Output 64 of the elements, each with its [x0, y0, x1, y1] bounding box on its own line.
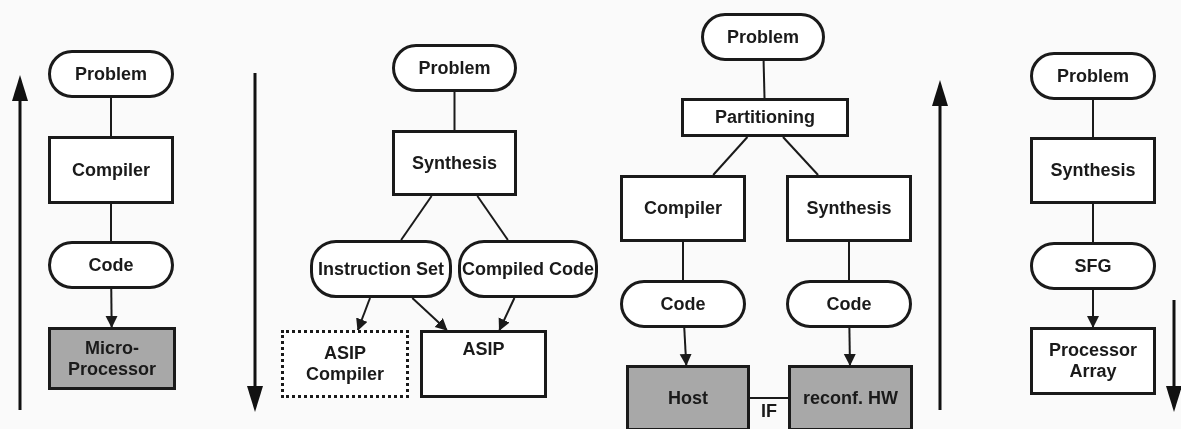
node-label: Code: [88, 254, 134, 276]
node-label: Synthesis: [806, 198, 892, 219]
node-label: Instruction Set: [318, 258, 444, 280]
node-label: ASIP Compiler: [305, 343, 385, 385]
node-label: reconf. HW: [803, 387, 898, 409]
node-label: Micro-Processor: [66, 337, 158, 380]
node-label: Problem: [75, 63, 147, 85]
process-box: [48, 136, 174, 204]
connector: [749, 397, 789, 399]
connector: [848, 241, 850, 281]
node-label: Compiler: [644, 198, 722, 219]
connector: [843, 327, 856, 366]
processor-box: [48, 327, 176, 390]
node-label: Compiled Code: [462, 258, 594, 280]
process-box: [681, 98, 849, 137]
terminal-pill: [1030, 242, 1156, 290]
process-box: [1030, 137, 1156, 204]
processor-box: [788, 365, 913, 429]
terminal-pill: [786, 280, 912, 328]
node-label: Problem: [1057, 65, 1129, 87]
node-label: Compiler: [72, 159, 150, 181]
process-box: [420, 330, 547, 398]
terminal-pill: [48, 241, 174, 289]
terminal-pill: [1030, 52, 1156, 100]
node-label: Code: [660, 293, 706, 315]
connector: [110, 203, 112, 242]
connector: [782, 136, 820, 176]
terminal-pill: [310, 240, 452, 298]
processor-box: [626, 365, 750, 429]
connector: [712, 136, 749, 176]
connector: [679, 327, 692, 366]
connector: [356, 297, 371, 331]
terminal-pill: [392, 44, 517, 92]
connector: [110, 97, 112, 137]
connector: [1092, 203, 1094, 243]
process-box: [620, 175, 746, 242]
connector: [1092, 99, 1094, 138]
connector: [453, 91, 456, 131]
node-label: Problem: [727, 26, 799, 48]
node-label: SFG: [1074, 255, 1112, 277]
process-box: [392, 130, 517, 196]
connector: [476, 195, 509, 241]
process-box: [1030, 327, 1156, 395]
node-label: ASIP: [462, 339, 505, 360]
node-label: Processor Array: [1047, 340, 1139, 382]
terminal-pill: [701, 13, 825, 61]
node-label: Synthesis: [411, 152, 497, 174]
node-label: Synthesis: [1050, 160, 1136, 181]
terminal-pill: [458, 240, 598, 298]
node-label: Host: [668, 387, 708, 409]
terminal-pill: [48, 50, 174, 98]
connector: [762, 60, 766, 99]
node-label: Code: [826, 293, 872, 315]
process-box: [786, 175, 912, 242]
connector: [411, 297, 448, 331]
terminal-pill: [620, 280, 746, 328]
connector: [498, 297, 516, 331]
node-label: Partitioning: [715, 107, 815, 128]
connector: [1087, 289, 1099, 328]
dashed-process-box: [281, 330, 409, 398]
connector: [682, 241, 684, 281]
node-label: Problem: [418, 57, 491, 79]
connector: [105, 288, 118, 328]
connector: [400, 195, 433, 241]
